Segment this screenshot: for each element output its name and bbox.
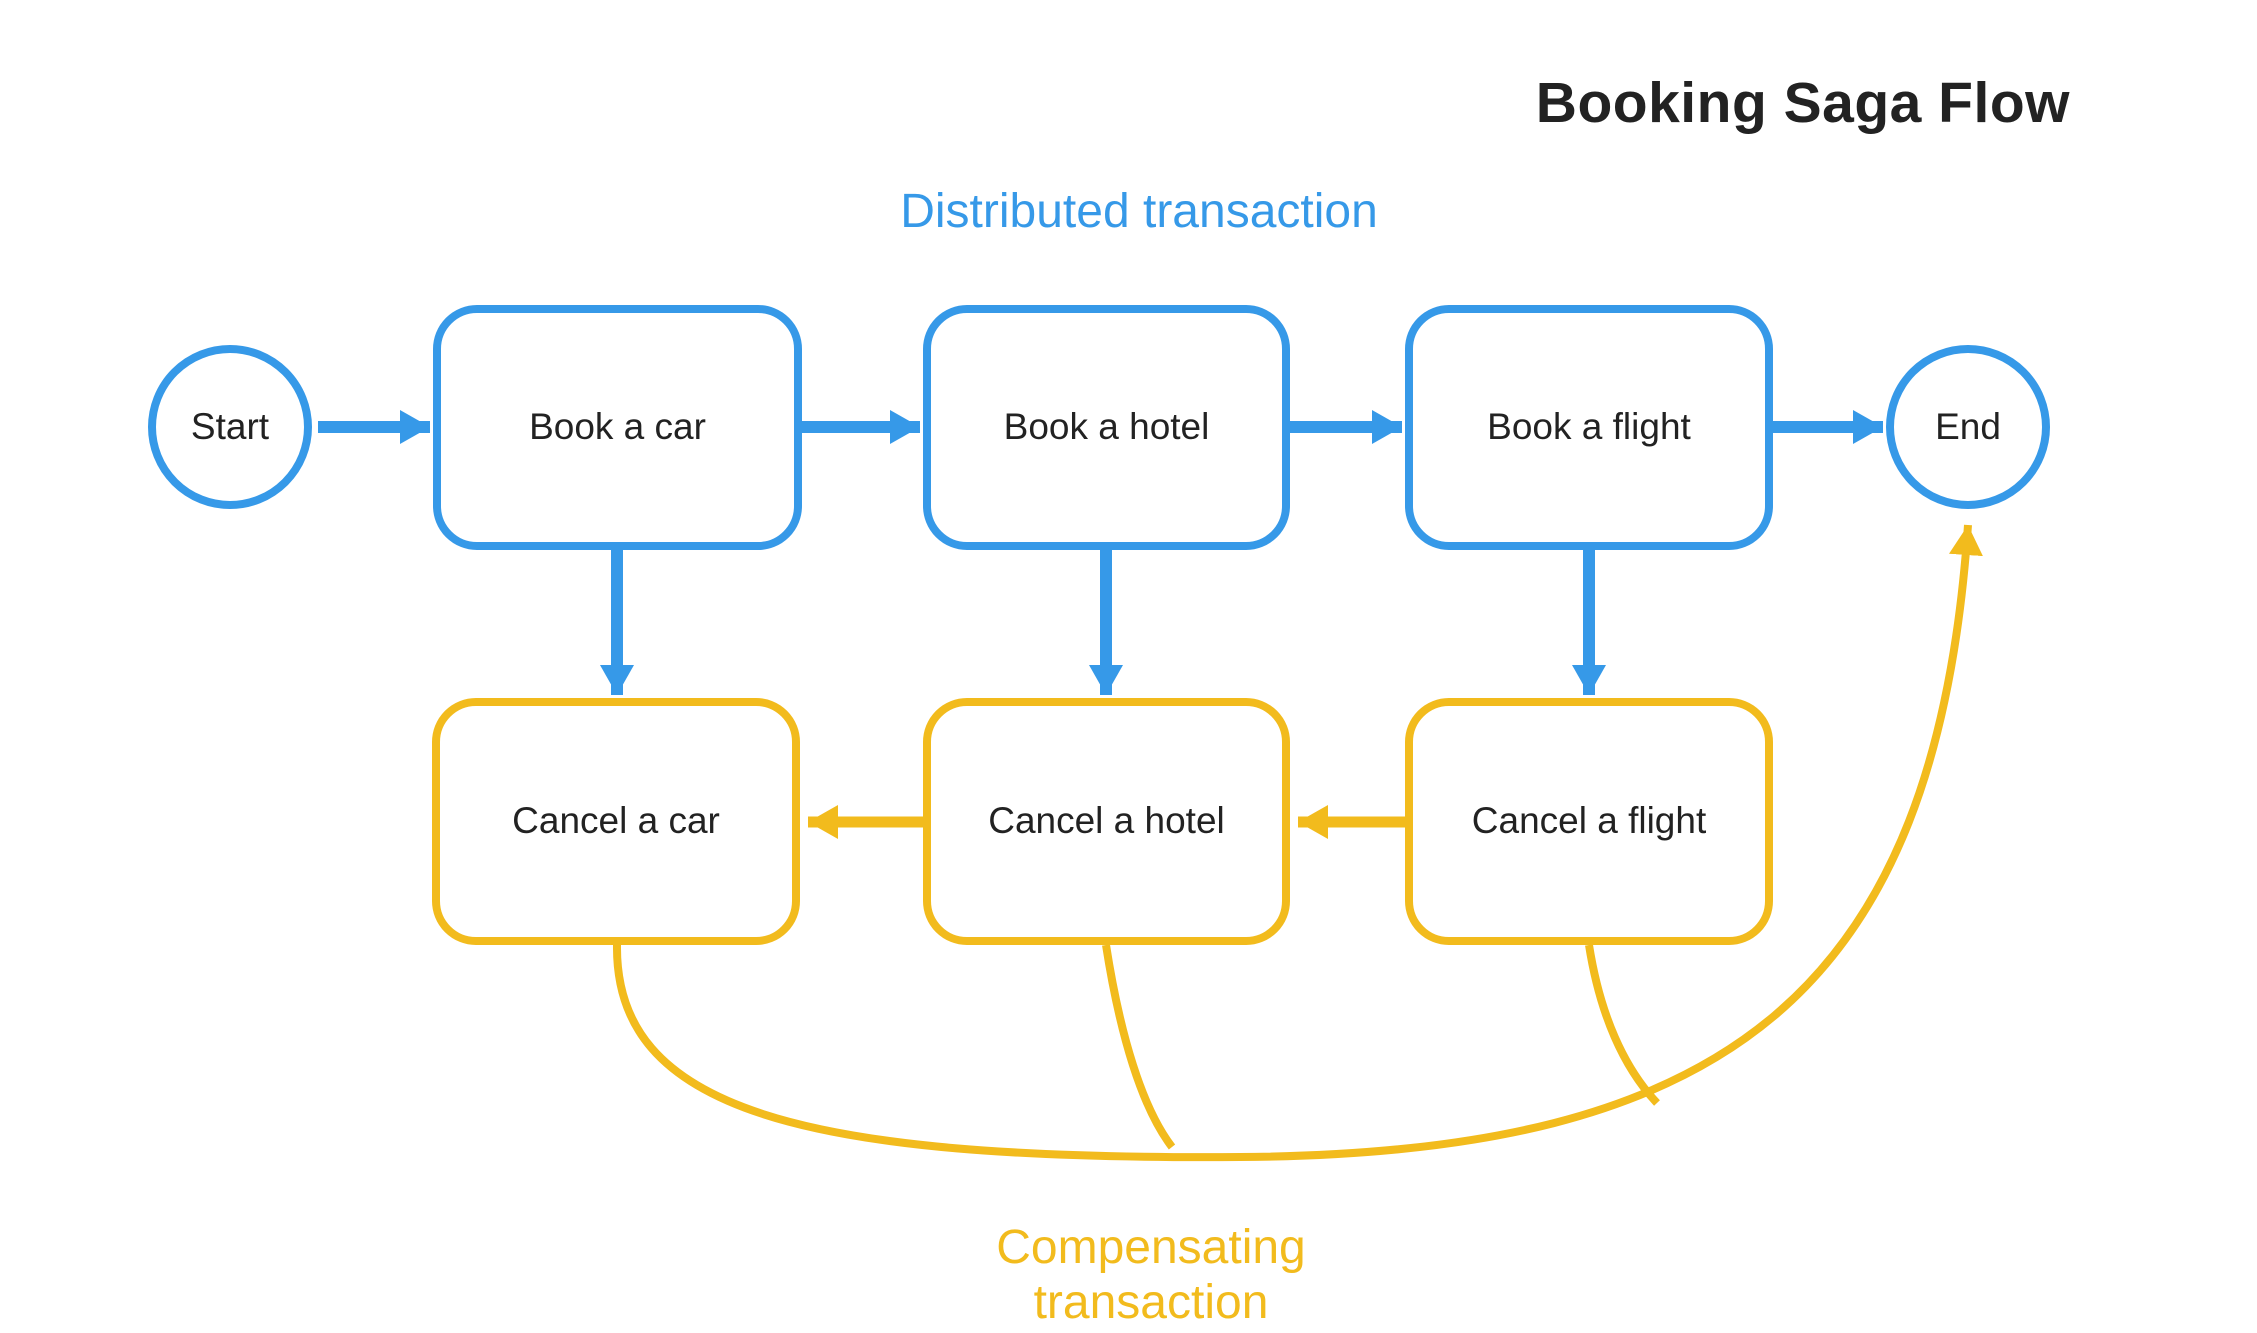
book-car-node-label: Book a car xyxy=(529,406,706,448)
start-node: Start xyxy=(148,345,312,509)
cancel-flight-node-label: Cancel a flight xyxy=(1471,800,1707,842)
distributed-transaction-label: Distributed transaction xyxy=(900,185,1378,238)
cancel-hotel-node-label: Cancel a hotel xyxy=(988,800,1225,842)
cancel-hotel-node: Cancel a hotel xyxy=(923,698,1290,945)
book-flight-node-label: Book a flight xyxy=(1487,406,1691,448)
book-flight-node: Book a flight xyxy=(1405,305,1773,550)
book-car-node: Book a car xyxy=(433,305,802,550)
page-title: Booking Saga Flow xyxy=(1535,71,2070,135)
end-node: End xyxy=(1886,345,2050,509)
cancel-car-node: Cancel a car xyxy=(432,698,800,945)
start-node-label: Start xyxy=(190,405,270,447)
compensating-transaction-label: Compensating transaction xyxy=(996,1221,1306,1329)
end-node-label: End xyxy=(1935,405,2001,447)
edge-cancel-hotel-merge-branch xyxy=(1102,944,1176,1150)
book-hotel-node-label: Book a hotel xyxy=(1003,406,1210,448)
edge-cancel-car-return-to-end xyxy=(612,524,1983,1162)
cancel-car-node-label: Cancel a car xyxy=(512,800,720,842)
book-hotel-node: Book a hotel xyxy=(923,305,1290,550)
edge-cancel-flight-merge-branch xyxy=(1585,944,1660,1106)
cancel-flight-node: Cancel a flight xyxy=(1405,698,1773,945)
